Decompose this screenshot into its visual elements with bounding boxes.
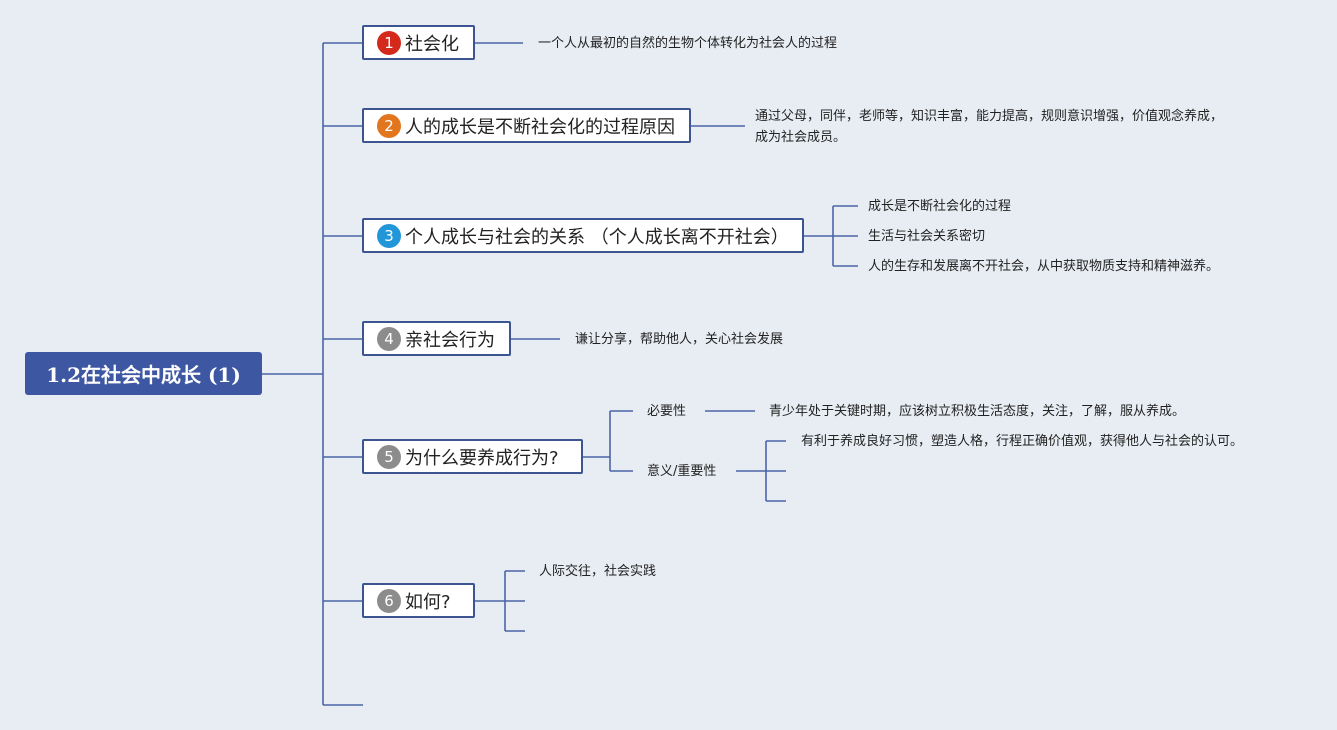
leaf-text[interactable]: 人际交往，社会实践 <box>539 564 657 579</box>
topic-individual-society[interactable]: 3 个人成长与社会的关系 （个人成长离不开社会） <box>362 218 804 253</box>
leaf-text[interactable]: 通过父母，同伴，老师等，知识丰富，能力提高，规则意识增强，价值观念养成，成为社会… <box>755 109 1224 145</box>
number-badge-1: 1 <box>377 30 401 55</box>
topic-label: 为什么要养成行为? <box>405 447 559 469</box>
subtopic-necessity[interactable]: 必要性 <box>647 404 687 419</box>
subtopic-importance[interactable]: 意义/重要性 <box>647 464 717 479</box>
root-title: 1.2在社会中成长 (1) <box>46 363 241 387</box>
number-badge-2: 2 <box>377 113 401 138</box>
number-badge-4: 4 <box>377 326 401 351</box>
topic-why-develop[interactable]: 5 为什么要养成行为? <box>362 439 583 474</box>
number-badge-5: 5 <box>377 444 401 469</box>
topic-label: 个人成长与社会的关系 （个人成长离不开社会） <box>405 226 789 248</box>
number-badge-3: 3 <box>377 223 401 248</box>
number-badge-6: 6 <box>377 588 401 613</box>
topic-growth-reason[interactable]: 2 人的成长是不断社会化的过程原因 <box>362 108 691 143</box>
leaf-text[interactable]: 谦让分享，帮助他人，关心社会发展 <box>575 332 784 347</box>
leaf-text[interactable]: 生活与社会关系密切 <box>868 229 986 244</box>
leaf-text[interactable]: 青少年处于关键时期，应该树立积极生活态度，关注，了解，服从养成。 <box>769 404 1186 419</box>
topic-label: 如何? <box>405 591 451 613</box>
leaf-text[interactable]: 有利于养成良好习惯，塑造人格，行程正确价值观，获得他人与社会的认可。 <box>801 434 1244 449</box>
root-topic[interactable]: 1.2在社会中成长 (1) <box>25 352 262 395</box>
topic-how[interactable]: 6 如何? <box>362 583 475 618</box>
leaf-text[interactable]: 一个人从最初的自然的生物个体转化为社会人的过程 <box>538 36 838 51</box>
leaf-text[interactable]: 人的生存和发展离不开社会，从中获取物质支持和精神滋养。 <box>868 259 1220 274</box>
topic-label: 社会化 <box>405 33 459 55</box>
leaf-text[interactable]: 成长是不断社会化的过程 <box>868 199 1012 214</box>
topic-prosocial[interactable]: 4 亲社会行为 <box>362 321 511 356</box>
topic-label: 人的成长是不断社会化的过程原因 <box>405 116 675 138</box>
topic-socialization[interactable]: 1 社会化 <box>362 25 475 60</box>
topic-label: 亲社会行为 <box>405 329 495 351</box>
